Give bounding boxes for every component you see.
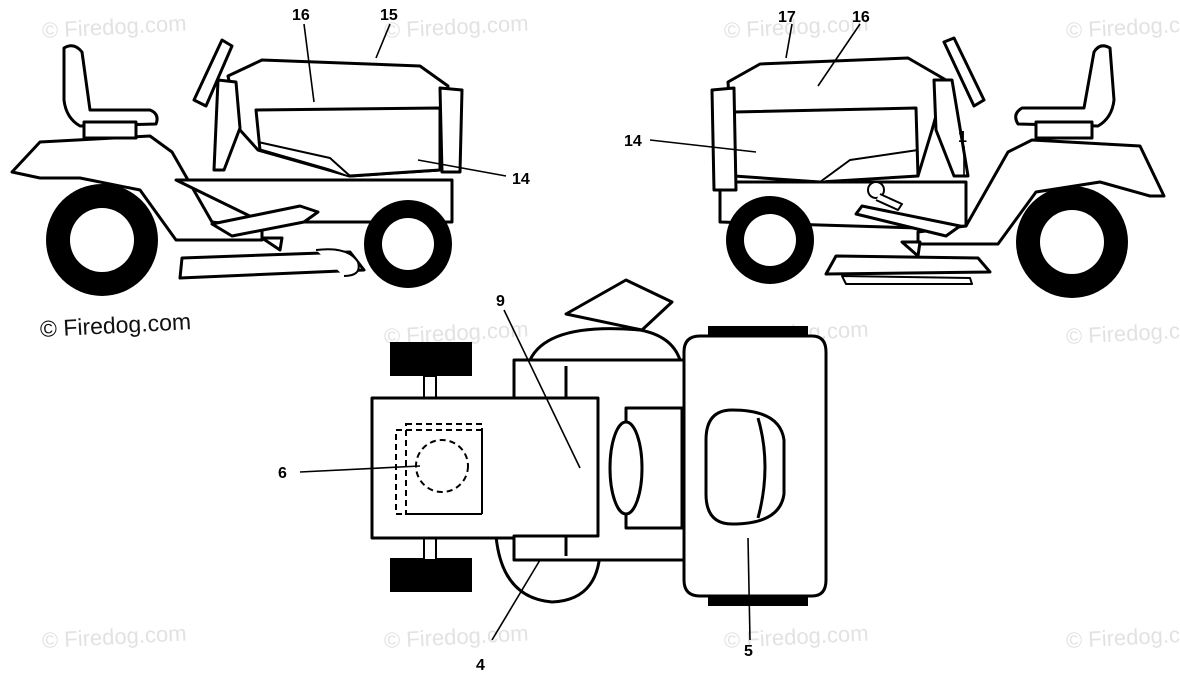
callout-label: 9	[496, 293, 505, 310]
callout-labels: 16 15 14 17 16 14 1 9 6 4 5	[278, 7, 967, 674]
top-view	[370, 278, 828, 606]
callout-label: 1	[958, 129, 967, 146]
leader-lines	[299, 23, 965, 641]
callout-label: 6	[278, 465, 287, 482]
callout-label: 15	[380, 7, 398, 24]
callout-label: 5	[744, 643, 753, 660]
right-side-view	[710, 36, 1166, 298]
callout-label: 4	[476, 657, 485, 674]
callout-label: 14	[512, 171, 530, 188]
left-side-view	[10, 38, 464, 296]
callout-label: 17	[778, 9, 796, 26]
callout-label: 16	[852, 9, 870, 26]
callout-label: 14	[624, 133, 642, 150]
callout-label: 16	[292, 7, 310, 24]
